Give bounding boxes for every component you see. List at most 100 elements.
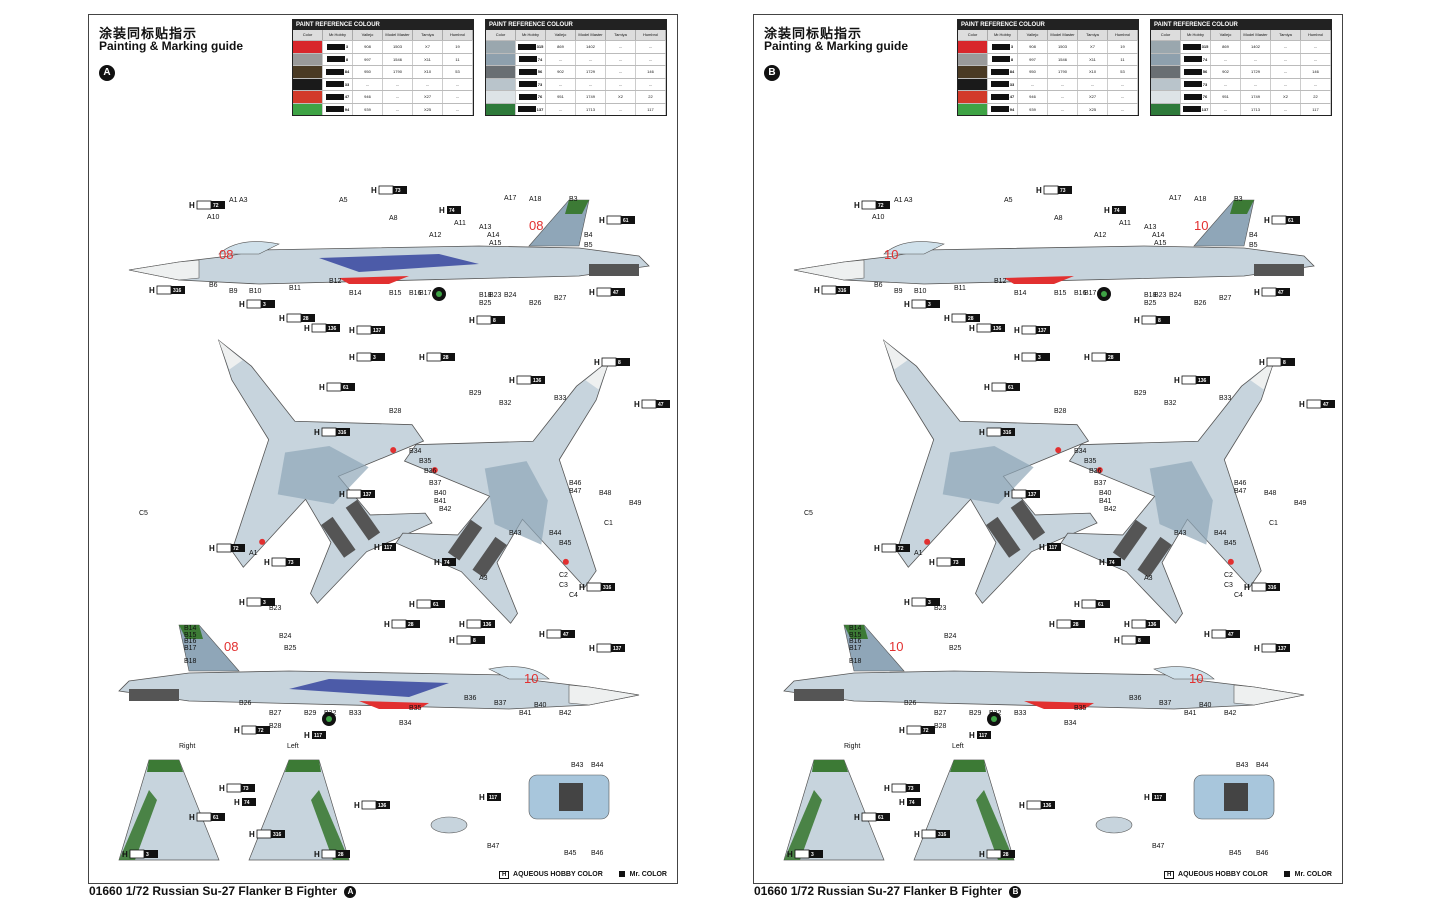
camo-patch	[277, 445, 369, 505]
paint-ref-cell: --	[1271, 53, 1301, 65]
h-callout-number: 3	[132, 852, 135, 858]
color-swatch	[1151, 91, 1181, 103]
part-label: B42	[1224, 710, 1237, 717]
h-callout-number: 8	[1144, 318, 1147, 324]
part-label: B23	[1154, 292, 1167, 299]
part-label: B27	[934, 710, 947, 717]
engine-nozzle	[794, 689, 844, 701]
h-callout-letter: H	[1039, 543, 1045, 552]
h-callout-number: 76	[199, 815, 205, 821]
h-callout-number: 316	[173, 288, 182, 294]
part-label: A14	[487, 232, 500, 239]
paint-ref-cell: 1503	[1048, 41, 1078, 53]
h-callout-letter: H	[434, 558, 440, 567]
part-label: A15	[1154, 240, 1167, 247]
fin-edge-green	[976, 790, 1014, 860]
h-callout-number: 28	[1073, 622, 1079, 628]
h-callout-number: 28	[968, 316, 974, 322]
h-callout-number: 315	[159, 288, 168, 294]
wheel-hub	[326, 716, 332, 722]
h-callout-box	[431, 600, 445, 608]
sheet-footer: 01660 1/72 Russian Su-27 Flanker B Fight…	[89, 884, 357, 898]
mr-hobby-code: 76	[1181, 91, 1211, 103]
paint-ref-cell: 146	[1301, 66, 1331, 78]
h-callout-box	[1006, 383, 1020, 391]
h-callout-box	[1036, 353, 1050, 361]
h-callout-number: 18	[324, 852, 330, 858]
part-label: B25	[949, 645, 962, 652]
h-callout-letter: H	[189, 201, 195, 210]
part-label: B47	[569, 488, 582, 495]
col-header: Vallejo	[546, 30, 576, 40]
h-callout-box	[1286, 216, 1300, 224]
h-callout-number: 137	[373, 328, 382, 334]
part-label: B11	[289, 285, 301, 292]
part-label: B40	[534, 702, 547, 709]
mr-hobby-code: 47	[988, 91, 1018, 103]
h-callout-box	[561, 630, 575, 638]
paint-ref-cell: 946	[1018, 91, 1048, 103]
h-callout-box	[1047, 543, 1061, 551]
part-label: B47	[1152, 843, 1165, 850]
part-label: B41	[519, 710, 532, 717]
part-label: B16	[849, 638, 862, 645]
paint-ref-cell: --	[606, 41, 636, 53]
part-label: A3	[479, 575, 488, 582]
paint-table-right: PAINT REFERENCE COLOUR Color Mr.Hobby Va…	[1150, 19, 1332, 116]
paint-ref-cell: 946	[353, 91, 383, 103]
h-callout-letter: H	[979, 850, 985, 859]
h-callout-letter: H	[354, 801, 360, 810]
h-callout-number: 136	[1198, 378, 1207, 384]
tail-number-marking: 08	[529, 218, 543, 233]
h-callout-letter: H	[539, 630, 545, 639]
h-callout-letter: H	[1004, 490, 1010, 499]
h-callout-number: 73	[288, 560, 294, 566]
paint-table-title: PAINT REFERENCE COLOUR	[958, 20, 1138, 30]
part-label: B45	[1229, 850, 1242, 857]
part-label: B37	[1159, 700, 1172, 707]
h-callout-letter: H	[264, 558, 270, 567]
part-label: B12	[994, 278, 1007, 285]
h-callout-box	[936, 830, 950, 838]
h-callout-box	[1112, 206, 1126, 214]
paint-ref-cell: 53	[1108, 66, 1138, 78]
h-callout-number: 8	[479, 318, 482, 324]
h-callout-number: 74	[449, 208, 455, 214]
h-callout-box	[951, 558, 965, 566]
h-callout-number: 136	[1043, 803, 1052, 809]
part-label: B15	[184, 632, 197, 639]
h-callout-box	[171, 286, 185, 294]
tail-number-marking: 08	[224, 639, 238, 654]
h-callout-box	[1276, 288, 1290, 296]
col-header: Model Master	[1241, 30, 1271, 40]
h-callout-number: 316	[273, 832, 282, 838]
paint-ref-cell: X27	[413, 91, 443, 103]
h-callout-box	[1041, 801, 1055, 809]
h-callout-number: 74	[1114, 208, 1120, 214]
paint-ref-cell: --	[1211, 78, 1241, 90]
part-label: B44	[1256, 762, 1269, 769]
bottom-plan-view	[395, 359, 611, 624]
part-label: B15	[849, 632, 862, 639]
paint-ref-cell: 1546	[383, 53, 413, 65]
part-label: A11	[1119, 220, 1131, 227]
h-callout-box	[1001, 850, 1015, 858]
part-label: B27	[554, 295, 567, 302]
h-callout-box	[211, 813, 225, 821]
col-header: Model Master	[383, 30, 413, 40]
part-label: B17	[184, 645, 197, 652]
h-callout-number: 73	[908, 786, 914, 792]
mr-hobby-code: 84	[323, 66, 353, 78]
part-label: B35	[419, 458, 432, 465]
col-header: Vallejo	[353, 30, 383, 40]
nose-radome	[793, 259, 865, 281]
fuselage	[793, 245, 1315, 285]
paint-row: 137--1713--117	[486, 102, 666, 115]
paint-row: 73--------	[486, 77, 666, 90]
part-label: B49	[629, 500, 642, 507]
h-callout-letter: H	[599, 216, 605, 225]
h-callout-letter: H	[304, 324, 310, 333]
h-callout-number: 137	[363, 492, 372, 498]
paint-ref-cell: --	[546, 78, 576, 90]
h-callout-letter: H	[1036, 186, 1042, 195]
